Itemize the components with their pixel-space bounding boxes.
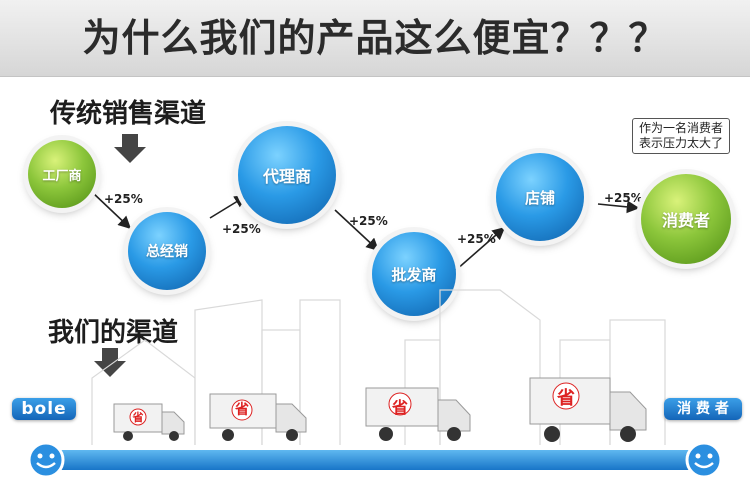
truck-save-mark: 省 [235,402,249,418]
markup-label: +25% [222,222,261,236]
node-agent: 代理商 [238,126,336,224]
node-consumer: 消费者 [641,174,731,264]
note-line: 作为一名消费者 [638,121,723,135]
markup-label: +25% [349,214,388,228]
our-channel-label: 我们的渠道 [48,318,179,348]
traditional-channel-label: 传统销售渠道 [50,99,207,129]
title-banner [0,0,750,77]
direct-channel-road [40,450,710,470]
delivery-truck-icon [365,387,471,441]
node-wholesaler: 批发商 [372,232,456,316]
consumer-speech-note: 作为一名消费者 表示压力太大了 [632,118,730,154]
delivery-truck-icon [529,377,647,442]
node-store: 店铺 [496,153,584,241]
truck-save-mark: 省 [132,411,144,424]
brand-tag: bole [12,398,76,420]
markup-label: +25% [604,191,643,205]
delivery-truck-icon [209,393,307,441]
down-arrow-icon [94,348,126,377]
down-arrow-icon [114,134,146,163]
consumer-end-tag: 消 费 者 [664,398,742,420]
smiley-start-icon [27,441,65,479]
truck-save-mark: 省 [557,388,575,409]
markup-label: +25% [457,232,496,246]
node-general-distributor: 总经销 [128,212,206,290]
markup-label: +25% [104,192,143,206]
note-line: 表示压力太大了 [638,136,723,150]
delivery-truck-icon [113,403,185,441]
smiley-end-icon [685,441,723,479]
page-title: 为什么我们的产品这么便宜？？？ [82,16,668,60]
truck-save-mark: 省 [391,398,408,417]
node-manufacturer: 工厂商 [28,140,96,208]
